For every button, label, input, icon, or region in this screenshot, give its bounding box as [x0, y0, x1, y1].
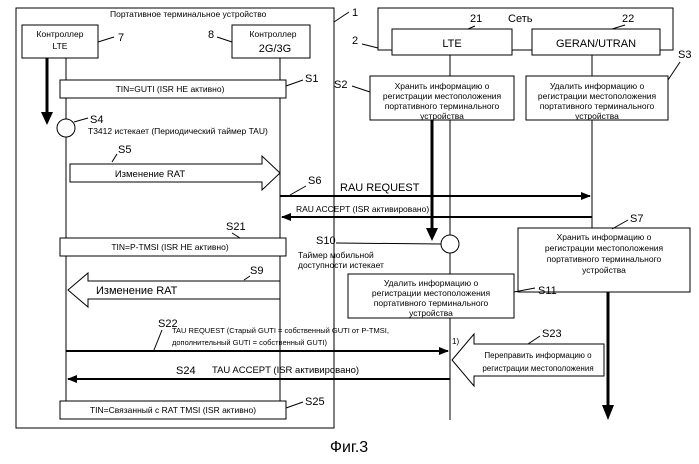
s24-ref: S24	[176, 365, 196, 377]
s25-leader	[286, 402, 303, 408]
s9-text: Изменение RAT	[96, 285, 178, 297]
s23-line-1: Переправить информацию о	[484, 351, 592, 360]
s23-ref: S23	[542, 328, 562, 340]
s6-ref: S6	[308, 175, 321, 187]
s2-line-4: устройства	[420, 111, 464, 121]
s4-text: T3412 истекает (Периодический таймер TAU…	[88, 126, 268, 136]
s10-thick-arrowhead	[426, 228, 438, 241]
rau-accept-text: RAU ACCEPT (ISR активировано)	[296, 204, 429, 214]
s11-line-4: устройства	[409, 308, 453, 318]
s3-line-4: устройства	[575, 111, 619, 121]
s7-line-1: Хранить информацию о	[557, 232, 652, 242]
s1-leader	[286, 80, 303, 86]
s3-line-3: портативного терминального	[540, 101, 655, 111]
s23-line-2: регистрации местоположения	[482, 364, 593, 373]
s9-leader	[244, 276, 250, 280]
s10-ref: S10	[316, 235, 336, 247]
controller-lte-label-1: Контроллер	[37, 29, 84, 39]
geran-end-arrowhead	[602, 405, 614, 420]
network-title: Сеть	[508, 13, 533, 25]
s1-text: TIN=GUTI (ISR НЕ активно)	[116, 84, 225, 94]
s7-line-2: регистрации местоположения	[545, 243, 664, 253]
s3-ref: S3	[678, 49, 691, 61]
controller-lte-label-2: LTE	[53, 41, 68, 51]
s2-leader	[352, 86, 370, 92]
controller-lte-ref: 7	[118, 32, 124, 44]
s2-line-2: регистрации местоположения	[383, 91, 502, 101]
s11-ref: S11	[538, 285, 557, 297]
figure-caption: Фиг.3	[330, 439, 368, 456]
s4-ref: S4	[90, 114, 103, 126]
network-ref-leader	[362, 44, 378, 48]
s10-line-1: Таймер мобильной	[298, 250, 374, 260]
device-ref: 1	[352, 7, 358, 19]
geran-node-label: GERAN/UTRAN	[556, 38, 636, 50]
s21-text: TIN=P-TMSI (ISR НЕ активно)	[111, 242, 228, 252]
s4-leader	[74, 118, 88, 122]
controller-2g3g-leader	[217, 37, 232, 42]
s23-block-arrow	[452, 334, 604, 386]
s22-line-2: дополнительный GUTI = собственный GUTI)	[172, 338, 327, 347]
s22-ref: S22	[158, 318, 178, 330]
s25-ref: S25	[305, 396, 325, 408]
device-title: Портативное терминальное устройство	[110, 9, 267, 19]
s6-leader	[290, 186, 306, 195]
s2-line-3: портативного терминального	[385, 101, 500, 111]
s3-leader	[668, 62, 680, 80]
controller-2g3g-label-2: 2G/3G	[259, 43, 291, 55]
s21-leader	[232, 233, 240, 238]
controller-2g3g-label-1: Контроллер	[250, 29, 297, 39]
s2-line-1: Хранить информацию о	[395, 81, 490, 91]
s5-leader	[112, 154, 117, 162]
s22-leader	[154, 330, 162, 350]
rau-request-text: RAU REQUEST	[340, 182, 420, 194]
s21-ref: S21	[226, 221, 246, 233]
device-ref-leader	[334, 12, 349, 22]
s10-leader	[336, 243, 441, 244]
timer-thick-arrowhead	[41, 112, 53, 125]
s7-line-3: портативного терминального	[547, 254, 662, 264]
controller-2g3g-ref: 8	[208, 29, 214, 41]
s3-line-1: Удалить информацию о	[550, 81, 645, 91]
s1-ref: S1	[305, 73, 318, 85]
s11-line-2: регистрации местоположения	[372, 288, 491, 298]
mark-1: 1)	[452, 337, 459, 346]
s7-line-4: устройства	[582, 265, 626, 275]
s23-leader	[528, 336, 540, 344]
s9-ref: S9	[250, 265, 263, 277]
geran-node-ref: 22	[622, 13, 634, 25]
s4-timer-circle	[57, 119, 75, 137]
s5-text: Изменение RAT	[115, 169, 185, 180]
tau-accept-text: TAU ACCEPT (ISR активировано)	[212, 365, 359, 376]
s3-line-2: регистрации местоположения	[538, 91, 657, 101]
s11-line-1: Удалить информацию о	[384, 278, 479, 288]
s10-line-2: доступности истекает	[298, 260, 384, 270]
s7-ref: S7	[630, 213, 643, 225]
s10-timer-circle	[441, 235, 459, 253]
s11-line-3: портативного терминального	[374, 298, 489, 308]
controller-lte-leader	[98, 37, 114, 42]
s2-ref: S2	[334, 79, 347, 91]
lte-node-label: LTE	[442, 38, 461, 50]
geran-node-leader	[612, 25, 625, 29]
s22-line-1: TAU REQUEST (Старый GUTI = собственный G…	[172, 326, 389, 335]
lte-node-ref: 21	[470, 13, 482, 25]
network-ref: 2	[352, 35, 358, 47]
s5-ref: S5	[118, 144, 131, 156]
s25-text: TIN=Связанный с RAT TMSI (ISR активно)	[90, 405, 256, 415]
